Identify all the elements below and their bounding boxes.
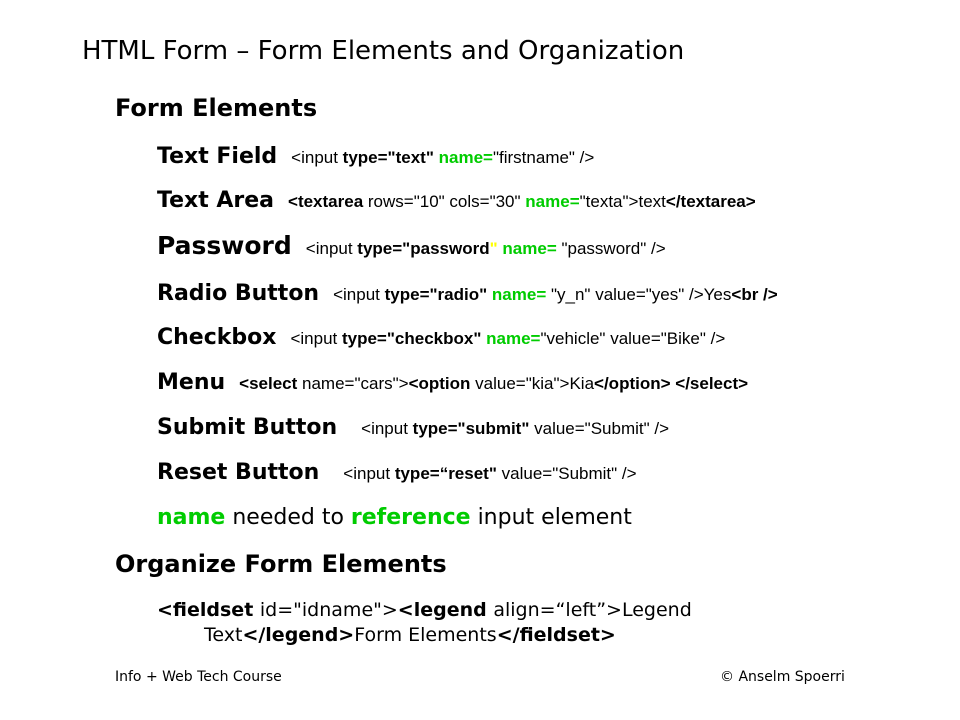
code-part: align=“left”> [493, 599, 622, 621]
code-part-highlight: name= [502, 239, 557, 258]
code-part: "cars"> [354, 374, 409, 393]
code-part-highlight: name= [438, 148, 493, 167]
code-part: </textarea> [665, 192, 756, 211]
code-part: type=“reset" [394, 464, 497, 483]
code-snippet: <input type="text" name="firstname" /> [291, 148, 594, 167]
code-snippet: <select name="cars"><option value="kia">… [239, 374, 748, 393]
code-part: <input [343, 464, 395, 483]
row-label: Text Field [157, 144, 278, 169]
code-line: <fieldset id="idname"><legend align=“lef… [157, 598, 692, 623]
section-heading-organize: Organize Form Elements [115, 550, 447, 578]
code-part: <legend [397, 599, 494, 621]
code-part: <fieldset [157, 599, 260, 621]
row-radio-button: Radio Button <input type="radio" name= "y… [157, 281, 778, 306]
code-part: type="text" [342, 148, 434, 167]
code-part: </select> [675, 374, 749, 393]
code-part: <br /> [731, 285, 778, 304]
code-part: Legend [621, 599, 692, 621]
code-part: name= [302, 374, 355, 393]
row-label: Text Area [157, 188, 275, 213]
note-keyword: reference [350, 505, 471, 530]
code-part: value="Submit" /> [496, 464, 637, 483]
code-snippet: <input type="submit" value="Submit" /> [361, 419, 669, 438]
code-part-highlight: name= [486, 329, 541, 348]
code-part-stray-quote: " [489, 239, 498, 258]
row-label: Radio Button [157, 281, 320, 306]
code-part: <input [290, 329, 342, 348]
code-part: <option [408, 374, 476, 393]
note-keyword: name [157, 505, 226, 530]
row-submit-button: Submit Button <input type="submit" value=… [157, 415, 669, 440]
code-snippet: <input type=“reset" value="Submit" /> [343, 464, 636, 483]
code-snippet: <textarea rows="10" cols="30" name="text… [288, 192, 756, 211]
row-label: Reset Button [157, 460, 320, 485]
code-part: type="submit" [412, 419, 530, 438]
code-part: Form Elements [354, 624, 497, 646]
code-part: "texta">text [579, 192, 666, 211]
code-part: <textarea [288, 192, 368, 211]
code-part: <input [361, 419, 413, 438]
code-snippet: <input type="password" name= "password" … [306, 239, 666, 258]
row-text-area: Text Area <textarea rows="10" cols="30" n… [157, 188, 756, 213]
code-part: type="radio" [384, 285, 488, 304]
row-label: Checkbox [157, 325, 277, 350]
row-text-field: Text Field <input type="text" name="first… [157, 144, 594, 169]
slide-title: HTML Form – Form Elements and Organizati… [82, 36, 685, 66]
code-part: </fieldset> [496, 624, 616, 646]
code-part: <input [305, 239, 358, 258]
row-menu: Menu <select name="cars"><option value="k… [157, 370, 748, 395]
code-part: value="kia">Kia [475, 374, 595, 393]
note-text: needed to [225, 505, 351, 530]
name-note: name needed to reference input element [157, 505, 632, 530]
row-reset-button: Reset Button <input type=“reset" value="S… [157, 460, 637, 485]
code-part: "y_n" value="yes" />Yes [546, 285, 732, 304]
code-snippet: <input type="radio" name= "y_n" value="y… [333, 285, 778, 304]
row-label: Submit Button [157, 415, 338, 440]
code-part-highlight: name= [525, 192, 580, 211]
code-part: type="checkbox" [341, 329, 482, 348]
code-snippet: <input type="checkbox" name="vehicle" va… [290, 329, 725, 348]
row-password: Password <input type="password" name= "pa… [157, 231, 666, 260]
code-part: </option> [594, 374, 671, 393]
code-part: <input [333, 285, 385, 304]
code-part: type="password [357, 239, 490, 258]
note-text: input element [470, 505, 632, 530]
row-label: Menu [157, 370, 226, 395]
code-part-highlight: name= [491, 285, 547, 304]
footer-course: Info + Web Tech Course [115, 669, 282, 685]
row-label: Password [157, 231, 292, 260]
code-part: </legend> [242, 624, 355, 646]
code-part: "firstname" /> [492, 148, 595, 167]
code-line: Text</legend>Form Elements</fieldset> [157, 623, 692, 648]
code-part: Text [204, 624, 243, 646]
code-part: id="idname"> [259, 599, 398, 621]
code-part: "password" /> [556, 239, 666, 258]
footer-copyright: © Anselm Spoerri [720, 669, 845, 685]
code-part: <select [239, 374, 302, 393]
code-part: rows="10" cols="30" [367, 192, 526, 211]
code-part: <input [291, 148, 343, 167]
fieldset-code-snippet: <fieldset id="idname"><legend align=“lef… [157, 598, 692, 648]
section-heading-form-elements: Form Elements [115, 94, 318, 122]
row-checkbox: Checkbox <input type="checkbox" name="veh… [157, 325, 725, 350]
code-part: value="Submit" /> [529, 419, 670, 438]
code-part: "vehicle" value="Bike" /> [540, 329, 726, 348]
